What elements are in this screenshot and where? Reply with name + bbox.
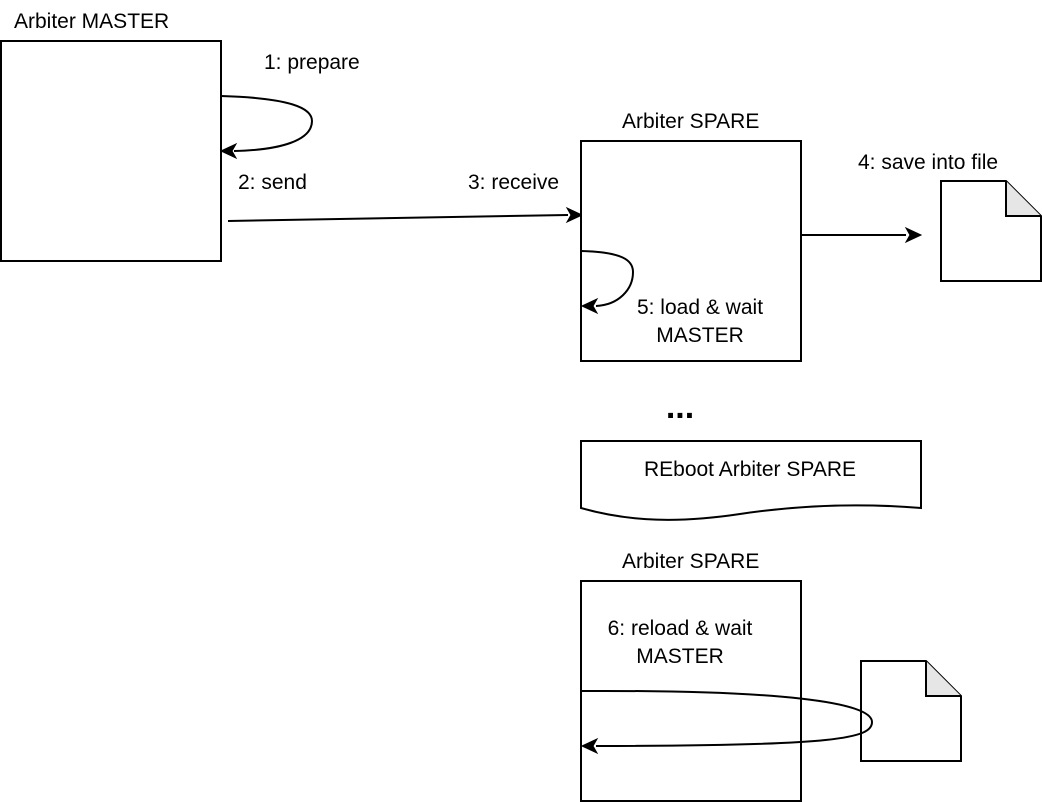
reload-loop bbox=[580, 689, 874, 747]
save-label: 4: save into file bbox=[858, 151, 998, 174]
receive-label: 3: receive bbox=[468, 171, 559, 194]
arbiter-master-box[interactable] bbox=[0, 40, 222, 262]
arbiter-spare-top-node[interactable]: Arbiter SPARE bbox=[580, 110, 802, 362]
reboot-shape[interactable] bbox=[580, 440, 922, 521]
save-arrowhead bbox=[904, 226, 923, 244]
arbiter-spare-bottom-node[interactable]: Arbiter SPARE 6: reload & wait MASTER bbox=[580, 550, 802, 802]
load-arrowhead bbox=[580, 297, 599, 315]
send-label: 2: send bbox=[238, 171, 307, 194]
load-loop bbox=[580, 250, 635, 307]
reload-label-line2: MASTER bbox=[636, 645, 724, 668]
prepare-loop bbox=[220, 95, 314, 152]
document-fold bbox=[925, 661, 961, 697]
send-edge[interactable]: 2: send 3: receive bbox=[227, 171, 584, 224]
reload-edge[interactable] bbox=[580, 689, 874, 755]
document-icon[interactable] bbox=[940, 180, 1042, 282]
file-top-node[interactable] bbox=[940, 180, 1042, 282]
prepare-arrowhead bbox=[219, 142, 238, 160]
load-edge[interactable]: 5: load & wait MASTER bbox=[580, 250, 763, 347]
prepare-label: 1: prepare bbox=[264, 51, 360, 74]
send-line bbox=[227, 214, 569, 222]
document-fold bbox=[1005, 181, 1041, 217]
arbiter-spare-top-title: Arbiter SPARE bbox=[622, 110, 759, 133]
file-bottom-node[interactable] bbox=[860, 660, 962, 762]
arbiter-master-node[interactable]: Arbiter MASTER bbox=[0, 10, 222, 262]
arbiter-spare-top-box[interactable] bbox=[580, 140, 802, 362]
load-label-line2: MASTER bbox=[656, 324, 744, 347]
arbiter-spare-bottom-title: Arbiter SPARE bbox=[622, 550, 759, 573]
load-label-line1: 5: load & wait bbox=[637, 296, 763, 319]
send-arrowhead bbox=[565, 206, 584, 224]
reload-arrowhead bbox=[580, 737, 599, 755]
save-edge[interactable]: 4: save into file bbox=[801, 151, 998, 244]
document-icon[interactable] bbox=[860, 660, 962, 762]
reload-label-line1: 6: reload & wait bbox=[608, 617, 753, 640]
reboot-label: REboot Arbiter SPARE bbox=[644, 458, 856, 481]
prepare-edge[interactable]: 1: prepare bbox=[219, 51, 360, 160]
reboot-node[interactable]: REboot Arbiter SPARE bbox=[580, 440, 922, 521]
ellipsis-text: ... bbox=[666, 388, 694, 426]
arbiter-master-title: Arbiter MASTER bbox=[14, 10, 169, 33]
